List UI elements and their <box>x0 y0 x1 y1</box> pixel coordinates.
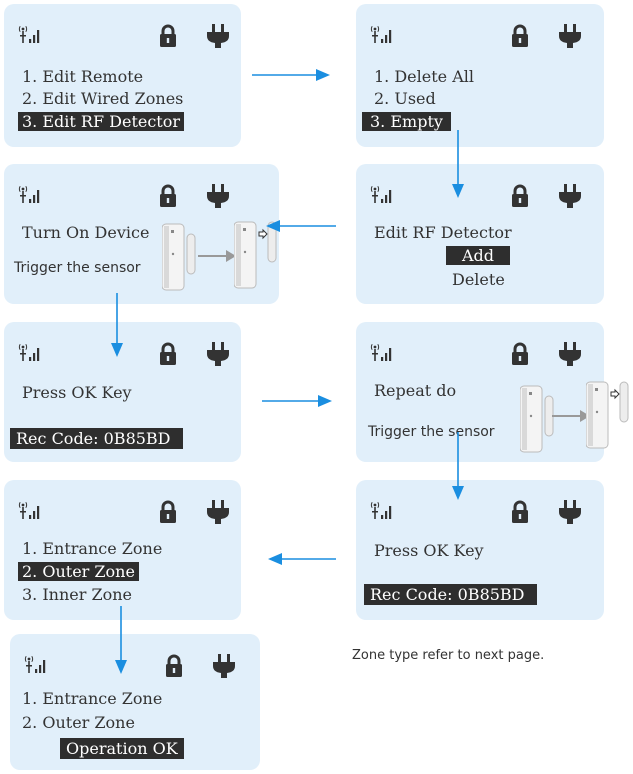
power-plug-icon <box>559 342 581 366</box>
flow-arrow-down <box>111 293 123 357</box>
lock-icon <box>511 342 529 366</box>
lock-icon <box>159 184 177 208</box>
door-sensor-icon <box>520 385 554 453</box>
lock-icon <box>159 24 177 48</box>
flow-arrow-right <box>262 395 332 407</box>
operation-ok-message: Operation OK <box>60 738 184 759</box>
menu-item-delete-all: 1. Delete All <box>374 67 475 86</box>
power-plug-icon <box>207 184 229 208</box>
instruction-text: Repeat do <box>374 381 457 400</box>
rec-code-display: Rec Code: 0B85BD <box>364 584 537 605</box>
option-add: Add <box>446 246 511 265</box>
lock-icon <box>165 654 183 678</box>
zone-menu-screen: 1. Entrance Zone 2. Outer Zone 3. Inner … <box>4 480 241 620</box>
instruction-text: Turn On Device <box>22 223 150 242</box>
menu-screen-edit: 1. Edit Remote 2. Edit Wired Zones 3. Ed… <box>4 4 241 147</box>
flow-arrow-left <box>266 220 336 232</box>
signal-icon <box>370 185 392 204</box>
rec-code-display: Rec Code: 0B85BD <box>10 428 183 449</box>
door-sensor-icon <box>586 381 629 449</box>
trigger-text: Trigger the sensor <box>368 424 495 440</box>
zone-type-note: Zone type refer to next page. <box>352 648 545 663</box>
press-ok-screen-2: Press OK Key Rec Code: 0B85BD <box>356 480 604 620</box>
lock-icon <box>511 24 529 48</box>
menu-item-outer-zone: 2. Outer Zone <box>22 713 135 732</box>
flow-arrow-down <box>452 432 464 500</box>
signal-icon <box>370 343 392 362</box>
signal-icon <box>18 343 40 362</box>
instruction-text: Press OK Key <box>374 541 484 560</box>
lock-icon <box>511 500 529 524</box>
menu-item-outer-zone: 2. Outer Zone <box>18 562 139 581</box>
power-plug-icon <box>559 500 581 524</box>
menu-item-entrance-zone: 1. Entrance Zone <box>22 539 163 558</box>
signal-icon <box>18 185 40 204</box>
menu-item-edit-remote: 1. Edit Remote <box>22 67 144 86</box>
lock-icon <box>511 184 529 208</box>
option-delete: Delete <box>452 270 505 289</box>
flow-arrow-down <box>452 130 464 198</box>
signal-icon <box>370 501 392 520</box>
signal-icon <box>370 25 392 44</box>
menu-item-empty: 3. Empty <box>362 112 451 131</box>
lock-icon <box>159 342 177 366</box>
menu-item-entrance-zone: 1. Entrance Zone <box>22 689 163 708</box>
screen-title: Edit RF Detector <box>374 223 512 242</box>
flow-arrow-right <box>252 69 330 81</box>
door-sensor-icon <box>162 223 196 291</box>
menu-item-inner-zone: 3. Inner Zone <box>22 585 133 604</box>
gray-arrow-icon <box>552 410 590 422</box>
power-plug-icon <box>207 24 229 48</box>
repeat-screen: Repeat do Trigger the sensor <box>356 322 629 462</box>
menu-screen-delete: 1. Delete All 2. Used 3. Empty <box>356 4 604 147</box>
power-plug-icon <box>207 342 229 366</box>
signal-icon <box>24 655 46 674</box>
edit-rf-detector-screen: Edit RF Detector Add Delete <box>356 164 604 304</box>
power-plug-icon <box>559 184 581 208</box>
menu-item-used: 2. Used <box>374 89 436 108</box>
signal-icon <box>18 25 40 44</box>
trigger-text: Trigger the sensor <box>14 260 141 276</box>
flow-arrow-left <box>268 553 336 565</box>
turn-on-device-screen: Turn On Device Trigger the sensor <box>4 164 279 304</box>
lock-icon <box>159 500 177 524</box>
signal-icon <box>18 501 40 520</box>
flow-arrow-down <box>115 606 127 674</box>
power-plug-icon <box>559 24 581 48</box>
power-plug-icon <box>207 500 229 524</box>
operation-ok-screen: 1. Entrance Zone 2. Outer Zone Operation… <box>10 634 260 770</box>
gray-arrow-icon <box>198 250 236 262</box>
press-ok-screen: Press OK Key Rec Code: 0B85BD <box>4 322 241 462</box>
power-plug-icon <box>213 654 235 678</box>
menu-item-edit-rf-detector: 3. Edit RF Detector <box>18 112 185 131</box>
menu-item-edit-wired-zones: 2. Edit Wired Zones <box>22 89 184 108</box>
instruction-text: Press OK Key <box>22 383 132 402</box>
